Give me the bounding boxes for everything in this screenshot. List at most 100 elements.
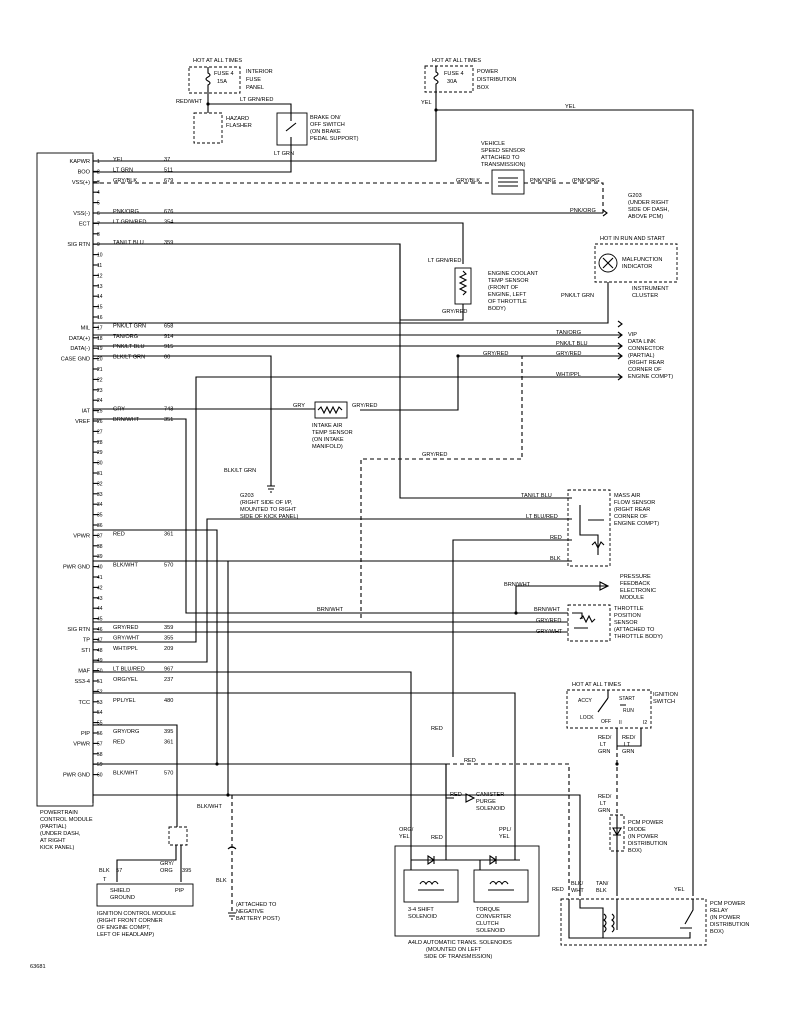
wire-gry-red-iat	[360, 356, 459, 411]
pcm-pin-circuit: 209	[164, 646, 173, 652]
pcm-pin-number: 41	[97, 575, 103, 581]
pcm-pin-function: SS3-4	[74, 679, 90, 685]
pcm-pin-function: ECT	[79, 221, 91, 227]
fuse4-15a-symbol	[205, 67, 211, 93]
pcm-pin-circuit: 359	[164, 625, 173, 631]
tcc-label-1: TORQUE	[476, 907, 500, 913]
maf-label-5: ENGINE COMPT)	[614, 521, 659, 527]
pcm-pin-circuit: 395	[164, 729, 173, 735]
wire-red-wht-label: RED/WHT	[176, 99, 203, 105]
wire-red-lt-grn-ign	[616, 728, 642, 747]
g203a-label-2: (UNDER RIGHT	[628, 200, 669, 206]
pcm-pin-circuit: 480	[164, 698, 173, 704]
pcm-pin-circuit: 511	[164, 167, 173, 173]
relay-blk-wht-label-1: BLK/	[571, 881, 584, 887]
a4ld-label-1: A4LD AUTOMATIC TRANS. SOLENOIDS	[408, 940, 512, 946]
iat-thermistor	[317, 405, 343, 415]
pcm-pin-circuit: 570	[164, 771, 173, 777]
pcm-pin-number: 35	[97, 513, 103, 519]
tps-label-4: (ATTACHED TO	[614, 627, 655, 633]
wire-ppl-yel-tcc	[93, 692, 516, 846]
icm-shield-connector	[168, 826, 188, 846]
pcm-pin-circuit: 37	[164, 157, 170, 163]
diode-label-3: (IN POWER	[628, 834, 658, 840]
tcc-solenoid	[473, 869, 529, 903]
canister-label-1: CANISTER	[476, 792, 504, 798]
pcm-pin-number: 22	[97, 377, 103, 383]
red-lt-grn-a-1: RED/	[598, 735, 612, 741]
icm-gry-org-label-1: GRY/	[160, 861, 174, 867]
pcm-pin-wire-color: LT GRN	[113, 167, 133, 173]
splice-dot	[615, 762, 619, 766]
wire-maf-blk-label: BLK	[550, 556, 561, 562]
hazard-flasher-box	[193, 112, 223, 144]
pcm-pin-number: 1	[97, 159, 100, 165]
pcm-pin-circuit: 967	[164, 667, 173, 673]
pcm-pin-function: CASE GND	[61, 357, 90, 363]
pcm-pin-circuit: 676	[164, 209, 173, 215]
pcm-pin-number: 8	[97, 232, 100, 238]
pcm-pin-number: 54	[97, 710, 103, 716]
hazard-label: HAZARD	[226, 116, 249, 122]
pcm-pin-wire-color: GRY	[113, 407, 125, 413]
pcm-pin-number: 36	[97, 523, 103, 529]
pcm-label-line: AT RIGHT	[40, 838, 66, 844]
pcm-pin-wire-color: PNK/ORG	[113, 209, 139, 215]
wire-org-yel-label-1: ORG/	[399, 827, 414, 833]
ign-hot-label: HOT AT ALL TIMES	[572, 682, 621, 688]
icm-gry-org-label-2: ORG	[160, 868, 173, 874]
wire-pnk-org-label-a: PNK/ORG	[530, 178, 556, 184]
relay-label-4: DISTRIBUTION	[710, 922, 749, 928]
vss-coil	[498, 177, 518, 187]
pcm-pin-number: 25	[97, 409, 103, 415]
tps-internal	[572, 612, 596, 629]
wire-wht-ppl-label: WHT/PPL	[556, 372, 581, 378]
relay-tan-blk-label-2: BLK	[596, 888, 607, 894]
pcm-pin-circuit: 915	[164, 344, 173, 350]
ign-lock-label: LOCK	[580, 715, 594, 721]
pcm-pin-number: 27	[97, 429, 103, 435]
pcm-pin-function: KAPWR	[69, 159, 90, 165]
pcm-pin-number: 16	[97, 315, 103, 321]
battery-connector	[227, 846, 237, 850]
pcm-pin-function: VREF	[75, 419, 91, 425]
canister-arrow	[465, 793, 476, 803]
ss34-solenoid	[403, 869, 459, 903]
g203b-label-2: (RIGHT SIDE OF I/P,	[240, 500, 293, 506]
pcm-pin-number: 55	[97, 721, 103, 727]
fuse4-30a-hot-label: HOT AT ALL TIMES	[432, 58, 481, 64]
wire-gry-red-label-a: GRY/RED	[442, 309, 467, 315]
pcm-pin-number: 32	[97, 481, 103, 487]
wire-org-yel-ss34	[93, 671, 412, 846]
pcm-label-line: (UNDER DASH,	[40, 831, 81, 837]
battery-ground	[228, 912, 236, 920]
dlc-label-6: CORNER OF	[628, 367, 662, 373]
pcm-pin-circuit: 359	[164, 240, 173, 246]
pcm-pin-number: 31	[97, 471, 103, 477]
g203b-label-1: G203	[240, 493, 254, 499]
wire-ppl-yel-label-2: YEL	[499, 834, 510, 840]
wire-red-maf	[452, 539, 568, 757]
g203a-label-1: G203	[628, 193, 642, 199]
tps-sensor-box	[567, 604, 611, 642]
g203-arrow	[602, 209, 608, 217]
pcm-power-diode	[612, 815, 622, 851]
ect-label-4: ENGINE, LEFT	[488, 292, 527, 298]
maf-internal	[568, 497, 605, 562]
vss-label-2: SPEED SENSOR	[481, 148, 525, 154]
fuse4-30a-label: FUSE 4	[444, 71, 464, 77]
pcm-pin-function: IAT	[82, 409, 91, 415]
cluster-label-1: INSTRUMENT	[632, 286, 669, 292]
wire-yel-label-a: YEL	[421, 100, 432, 106]
wire-blk-lt-grn-label: BLK/LT GRN	[224, 468, 256, 474]
ect-label-2: TEMP SENSOR	[488, 278, 529, 284]
ss34-label-2: SOLENOID	[408, 914, 437, 920]
wire-pnk-org-label-c: PNK/ORG	[570, 208, 596, 214]
vss-label-1: VEHICLE	[481, 141, 505, 147]
pcm-pin-circuit: 60	[164, 355, 170, 361]
red-lt-grn-b-2: LT	[624, 742, 631, 748]
pcm-pin-wire-color: LT GRN/RED	[113, 219, 146, 225]
canister-label-3: SOLENOID	[476, 806, 505, 812]
pcm-pin-number: 14	[97, 294, 103, 300]
